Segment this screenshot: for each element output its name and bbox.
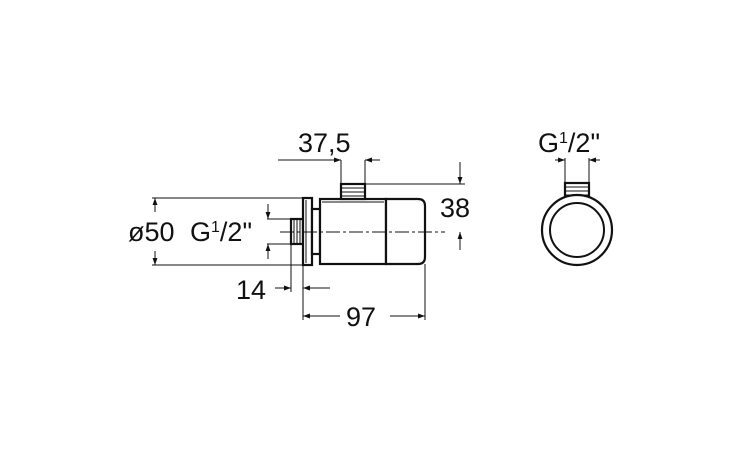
end-view-inner-ring [549, 202, 605, 258]
thread-label-inlet-sup: 1 [211, 219, 220, 236]
dim-38-label: 38 [440, 193, 470, 223]
dim-diameter-label: ø50 [128, 217, 175, 247]
thread-label-inlet-g: G [190, 217, 211, 247]
dimension-lines [152, 157, 465, 320]
dim-14-label: 14 [236, 275, 266, 305]
valve-end-view [540, 181, 614, 267]
thread-label-end-den: /2" [568, 128, 600, 158]
thread-label-end-sup: 1 [559, 130, 568, 147]
valve-side-view [289, 182, 427, 267]
dim-97-label: 97 [346, 302, 376, 332]
dim-37-5-label: 37,5 [298, 128, 351, 158]
thread-label-inlet: G1/2" [190, 217, 252, 247]
thread-label-inlet-den: /2" [220, 217, 252, 247]
thread-label-end: G1/2" [538, 128, 600, 158]
thread-label-end-g: G [538, 128, 559, 158]
end-view-dimension-lines [555, 157, 600, 183]
